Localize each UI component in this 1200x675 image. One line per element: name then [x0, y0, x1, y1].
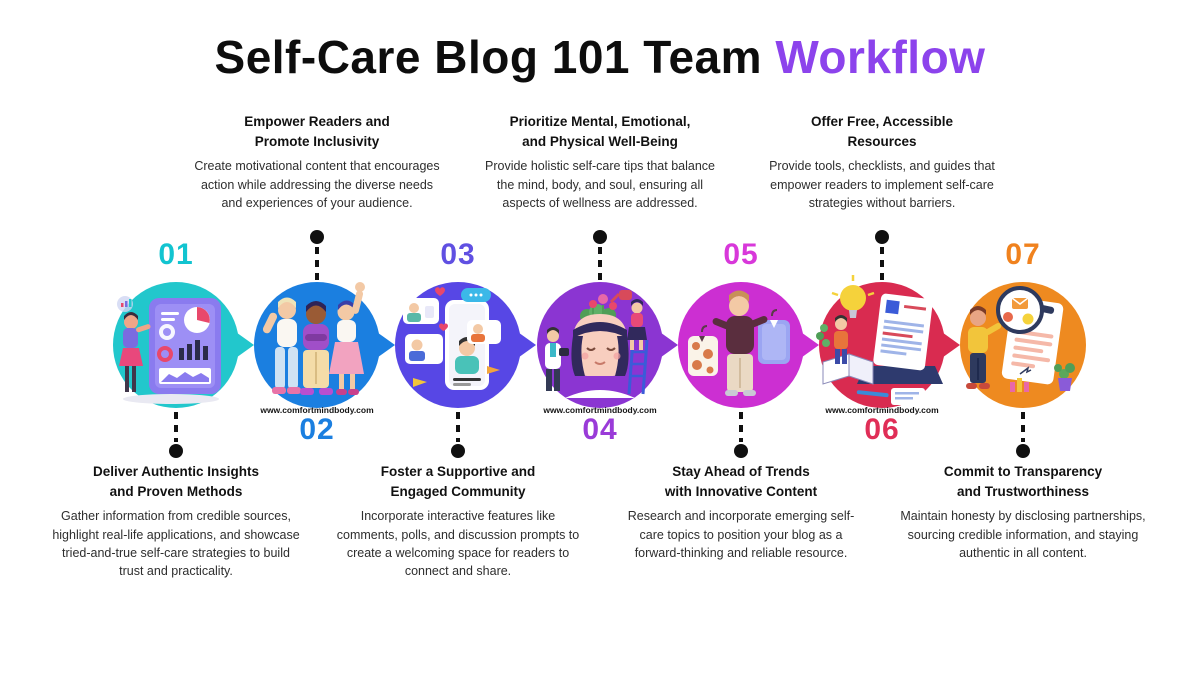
- page-title-accent: Workflow: [775, 31, 986, 83]
- page-title: Self-Care Blog 101 Team Workflow: [0, 30, 1200, 84]
- step-4-heading: Prioritize Mental, Emotional, and Physic…: [509, 114, 691, 149]
- step-4-number: 04: [582, 413, 618, 446]
- step-4-connector-dot: [593, 230, 607, 244]
- step-5-connector-dot: [734, 444, 748, 458]
- step-7-text-block: Commit to Transparency and Trustworthine…: [898, 462, 1148, 562]
- step-3-heading: Foster a Supportive and Engaged Communit…: [380, 464, 536, 499]
- step-4-body: Provide holistic self-care tips that bal…: [485, 159, 715, 210]
- step-3-number: 03: [440, 238, 476, 271]
- step-7-heading: Commit to Transparency and Trustworthine…: [943, 464, 1103, 499]
- step-7-connector-dot: [1016, 444, 1030, 458]
- step-2-connector-dot: [310, 230, 324, 244]
- step-6-heading: Offer Free, Accessible Resources: [810, 114, 954, 149]
- step-5-heading: Stay Ahead of Trends with Innovative Con…: [664, 464, 818, 499]
- step-3-dashed-connector: [456, 412, 460, 442]
- step-7-body: Maintain honesty by disclosing partnersh…: [900, 509, 1146, 560]
- step-3-body: Incorporate interactive features like co…: [336, 509, 580, 579]
- step-2-body: Create motivational content that encoura…: [194, 159, 440, 210]
- step-2-text-block: Empower Readers and Promote Inclusivity …: [192, 112, 442, 212]
- step-7-number: 07: [1005, 238, 1041, 271]
- step-4-dashed-connector: [598, 247, 602, 280]
- step-6-arrow-tip: [939, 330, 960, 360]
- step-5-body: Research and incorporate emerging self-c…: [627, 509, 855, 560]
- step-5-dashed-connector: [739, 412, 743, 442]
- step-1-connector-dot: [169, 444, 183, 458]
- step-5-arrow-tip: [798, 330, 819, 360]
- step-2-arrow-tip: [374, 330, 395, 360]
- step-1-body: Gather information from credible sources…: [52, 509, 300, 579]
- step-6-body: Provide tools, checklists, and guides th…: [769, 159, 995, 210]
- step-5-number: 05: [723, 238, 759, 271]
- step-5-text-block: Stay Ahead of Trends with Innovative Con…: [616, 462, 866, 562]
- step-4-text-block: Prioritize Mental, Emotional, and Physic…: [475, 112, 725, 212]
- step-6-connector-dot: [875, 230, 889, 244]
- step-4-arrow-tip: [657, 330, 678, 360]
- step-1-heading: Deliver Authentic Insights and Proven Me…: [92, 464, 260, 499]
- step-2-heading: Empower Readers and Promote Inclusivity: [244, 114, 390, 149]
- page-title-main: Self-Care Blog 101 Team: [214, 31, 763, 83]
- step-1-dashed-connector: [174, 412, 178, 442]
- clothing-choice-illustration: [688, 290, 790, 396]
- inclusive-team-illustration: [262, 282, 365, 395]
- online-community-illustration: [403, 287, 501, 390]
- step-1-text-block: Deliver Authentic Insights and Proven Me…: [51, 462, 301, 581]
- step-3-connector-dot: [451, 444, 465, 458]
- step-1-arrow-tip: [233, 330, 254, 360]
- step-6-website-label: www.comfortmindbody.com: [825, 405, 939, 415]
- step-6-number: 06: [864, 413, 900, 446]
- document-review-illustration: [966, 286, 1075, 392]
- step-1-number: 01: [158, 238, 194, 271]
- step-2-number: 02: [299, 413, 335, 446]
- resources-desk-illustration: [816, 275, 943, 405]
- step-2-dashed-connector: [315, 247, 319, 280]
- step-3-arrow-tip: [515, 330, 536, 360]
- step-6-dashed-connector: [880, 247, 884, 280]
- step-2-website-label: www.comfortmindbody.com: [260, 405, 374, 415]
- mind-garden-illustration: [545, 290, 649, 398]
- step-6-text-block: Offer Free, Accessible Resources Provide…: [757, 112, 1007, 212]
- step-4-website-label: www.comfortmindbody.com: [543, 405, 657, 415]
- data-analytics-presentation-illustration: [117, 296, 221, 404]
- step-7-dashed-connector: [1021, 412, 1025, 442]
- step-3-text-block: Foster a Supportive and Engaged Communit…: [333, 462, 583, 581]
